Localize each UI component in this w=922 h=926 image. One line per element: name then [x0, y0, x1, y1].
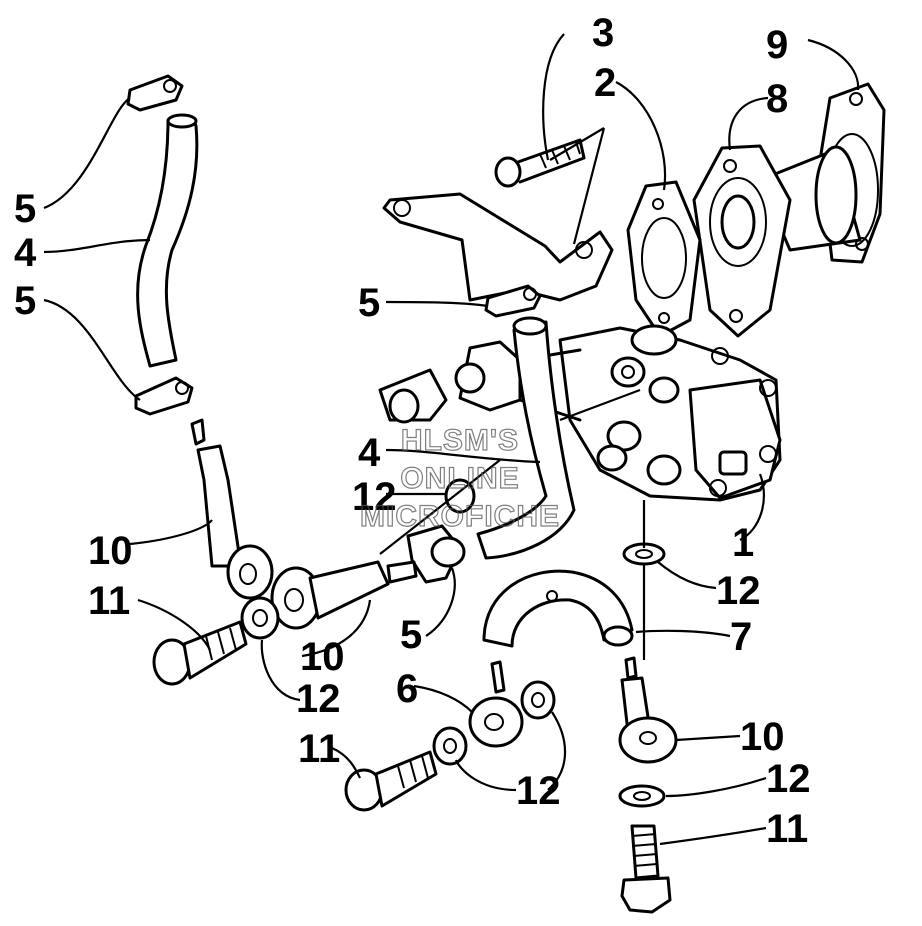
part-5-clamp-upper-left	[126, 74, 184, 112]
callout-5-upper: 5	[14, 187, 36, 231]
part-4-hose-center	[476, 316, 576, 560]
callout-3: 3	[592, 11, 614, 55]
part-3-bolt	[494, 138, 586, 188]
callout-11-center: 11	[298, 727, 340, 771]
callout-5-lower: 5	[14, 279, 36, 323]
part-5-clamp-lower-left	[134, 376, 194, 416]
callout-6: 6	[396, 667, 418, 711]
part-4-hose-left	[136, 113, 199, 368]
callout-4-left: 4	[14, 231, 37, 275]
part-11-bolt-center	[344, 750, 438, 812]
callout-11-right: 11	[766, 807, 808, 851]
part-10-banjo-center	[270, 560, 418, 630]
part-7-hose	[482, 569, 634, 648]
leader-lines	[43, 33, 860, 846]
callout-1: 1	[732, 521, 754, 565]
callout-2: 2	[594, 61, 616, 105]
part-11-bolt-left	[152, 620, 248, 686]
watermark-line-2: ONLINE	[400, 462, 519, 495]
part-5-clamp-center	[484, 284, 542, 318]
callout-7: 7	[730, 615, 752, 659]
callout-12-bottom: 12	[516, 769, 561, 813]
callout-12-left: 12	[296, 677, 341, 721]
watermark-line-3: MICROFICHE	[360, 500, 560, 533]
callout-5-lower-center: 5	[400, 613, 422, 657]
callout-8: 8	[766, 77, 788, 121]
part-2-gasket	[626, 180, 702, 338]
part-5-clamp-lower	[406, 524, 466, 584]
callout-4-center: 4	[358, 431, 381, 475]
callout-10-right: 10	[740, 715, 785, 759]
callout-11-left: 11	[88, 579, 130, 623]
callout-5-center: 5	[358, 281, 380, 325]
callout-10-center: 10	[300, 635, 345, 679]
part-12-washers	[240, 478, 666, 808]
callout-labels: 5 4 5 3 2 9 8 5 4 12 1 12 7 10 11 5 10 1…	[14, 11, 811, 851]
watermark: HLSM'S ONLINE MICROFICHE	[359, 423, 560, 533]
watermark-line-1: HLSM'S	[401, 424, 519, 457]
mounting-bracket	[382, 192, 614, 302]
part-8-gasket	[692, 144, 792, 338]
callout-9: 9	[766, 23, 788, 67]
callout-12-center: 12	[352, 475, 397, 519]
part-6-fitting	[468, 660, 524, 748]
callout-12-right-lower: 12	[766, 757, 811, 801]
part-11-bolt-right	[620, 824, 672, 914]
part-10-banjo-right	[618, 656, 678, 764]
callout-10-left: 10	[88, 529, 133, 573]
callout-12-right-upper: 12	[716, 569, 761, 613]
part-10-banjo-left	[190, 418, 274, 600]
